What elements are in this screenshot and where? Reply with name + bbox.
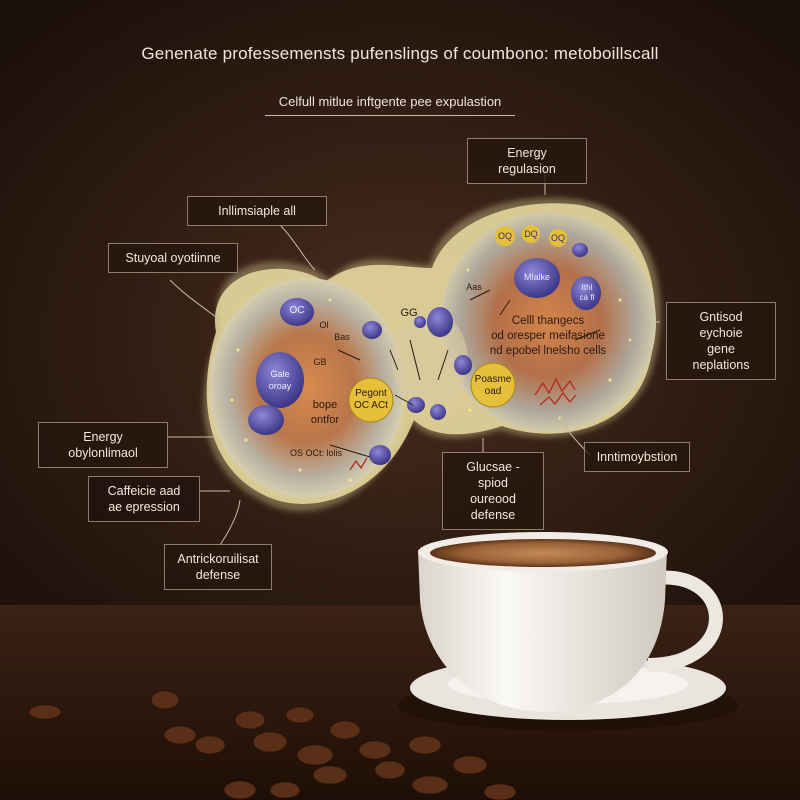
cell-center-line: od oresper meifasione — [491, 330, 605, 342]
speckles — [230, 268, 632, 482]
label-energy-oxylation: Energy obylonlimaol — [38, 422, 168, 468]
coffee-bean-icon — [296, 744, 334, 766]
cell-center-line: ontfor — [310, 414, 340, 426]
cell-center-label: Celll thangecs od oresper meifasione nd … — [478, 314, 618, 359]
right-organelle — [572, 243, 588, 257]
cell-purple-label: Ithl ca fl — [572, 283, 602, 303]
right-organelle — [571, 276, 601, 310]
label-glucose-line1: Glucsae - spiod — [466, 460, 520, 490]
coffee-surface — [430, 539, 656, 567]
label-gene-regulation: Gntisod eychoie gene neplations — [666, 302, 776, 380]
label-antioxidant-line1: Antrickoruilisat — [177, 552, 259, 566]
cell-purple-line: ca fl — [579, 293, 595, 302]
cell-nucleus-label: Mlalke — [523, 272, 550, 282]
label-glucose-line2: oureood defense — [470, 492, 516, 522]
label-inflammation: Inntimoybstion — [584, 442, 690, 472]
cell-label: Bas — [334, 332, 350, 342]
mid-organelle — [430, 404, 446, 420]
cell-center-line: bope — [312, 399, 338, 411]
label-caffeine-line1: Caffeicie aad — [107, 484, 181, 498]
coffee-bean-icon — [28, 704, 62, 720]
coffee-bean-icon — [411, 775, 449, 795]
coffee-bean-icon — [358, 740, 392, 760]
yellow-organelle-line: oad — [484, 386, 502, 397]
cell-label: Ol — [319, 320, 329, 330]
mid-organelle — [427, 307, 453, 337]
cell-center-line: nd epobel lnelsho cells — [489, 345, 607, 357]
right-nucleus — [514, 258, 560, 298]
cell-bridge — [392, 312, 468, 408]
label-gene-line1: Gntisod eychoie — [699, 310, 743, 340]
inflammation-fibers — [349, 377, 577, 471]
label-caffeine: Caffeicie aad ae epression — [88, 476, 200, 522]
mid-organelle — [414, 316, 426, 328]
coffee-beans — [28, 690, 517, 800]
left-organelle — [407, 397, 425, 413]
coffee-bean-icon — [163, 725, 197, 745]
cell-center-label: bope ontfor — [300, 398, 350, 428]
left-organelle — [248, 405, 284, 435]
yellow-organelle-line: Poasme — [474, 374, 512, 385]
mid-organelle — [454, 355, 472, 375]
yellow-organelle-line: Pegont — [355, 388, 387, 399]
left-organelle — [280, 298, 314, 326]
cell-nucleus-line: oroay — [268, 381, 292, 391]
coffee-bean-icon — [408, 735, 442, 755]
cell-label: Aas — [466, 282, 482, 292]
label-gene-line2: gene neplations — [692, 342, 750, 372]
label-caffeine-line2: ae epression — [108, 500, 180, 514]
right-yellow-organelle — [470, 362, 516, 408]
coffee-bean-icon — [223, 780, 257, 800]
cell-label: OQ — [550, 233, 565, 243]
left-organelle — [369, 445, 391, 465]
left-cell — [209, 278, 405, 498]
label-energy-regulation: Energy regulasion — [467, 138, 587, 184]
coffee-cup-icon — [418, 550, 667, 712]
coffee-bean-icon — [150, 690, 180, 710]
left-yellow-organelle — [348, 377, 394, 423]
cell-nucleus-line: Gale — [270, 369, 290, 379]
cup-handle — [647, 570, 723, 672]
yellow-organelle-label: Pegont OC ACt — [350, 388, 392, 412]
right-yellow-dot — [549, 229, 567, 247]
yellow-organelle-label: Poasme oad — [472, 374, 514, 398]
cell-label: GG — [400, 307, 418, 319]
cell-label: GB — [313, 357, 327, 367]
coffee-bean-icon — [452, 755, 488, 775]
cell-nucleus-label: Gale oroay — [262, 368, 298, 392]
coffee-bean-icon — [252, 731, 288, 753]
label-antioxidant-line2: defense — [195, 568, 241, 582]
left-organelle — [362, 321, 382, 339]
label-glucose: Glucsae - spiod oureood defense — [442, 452, 544, 530]
pathway-arrows — [329, 289, 601, 458]
cell-purple-line: Ithl — [581, 283, 593, 292]
cell-label: OS OCt: lolis — [289, 448, 342, 458]
cell-label: OQ — [497, 231, 512, 241]
label-antioxidant: Antrickoruilisat defense — [164, 544, 272, 590]
coffee-bean-icon — [483, 783, 517, 800]
coffee-bean-icon — [234, 710, 266, 730]
coffee-bean-icon — [285, 706, 315, 724]
coffee-bean-icon — [312, 765, 348, 785]
right-yellow-dot — [495, 226, 515, 246]
label-cytokine: Stuyoal oyotiinne — [108, 243, 238, 273]
cell-label: OC — [289, 305, 305, 316]
label-inflammatory: Inllimsiaple all — [187, 196, 327, 226]
cell-label: DQ — [524, 229, 538, 239]
coffee-bean-icon — [269, 781, 301, 799]
coffee-bean-icon — [329, 720, 361, 740]
cell-center-line: Celll thangecs — [511, 315, 585, 327]
page-title: Genenate professemensts pufenslings of c… — [141, 44, 659, 63]
yellow-organelle-line: OC ACt — [354, 400, 388, 411]
left-nucleus — [256, 352, 304, 408]
coffee-bean-icon — [374, 760, 406, 780]
diagram-subtitle: Celfull mitlue inftgente pee expulastion — [265, 94, 515, 116]
coffee-bean-icon — [194, 735, 226, 755]
right-yellow-dot — [522, 225, 540, 243]
